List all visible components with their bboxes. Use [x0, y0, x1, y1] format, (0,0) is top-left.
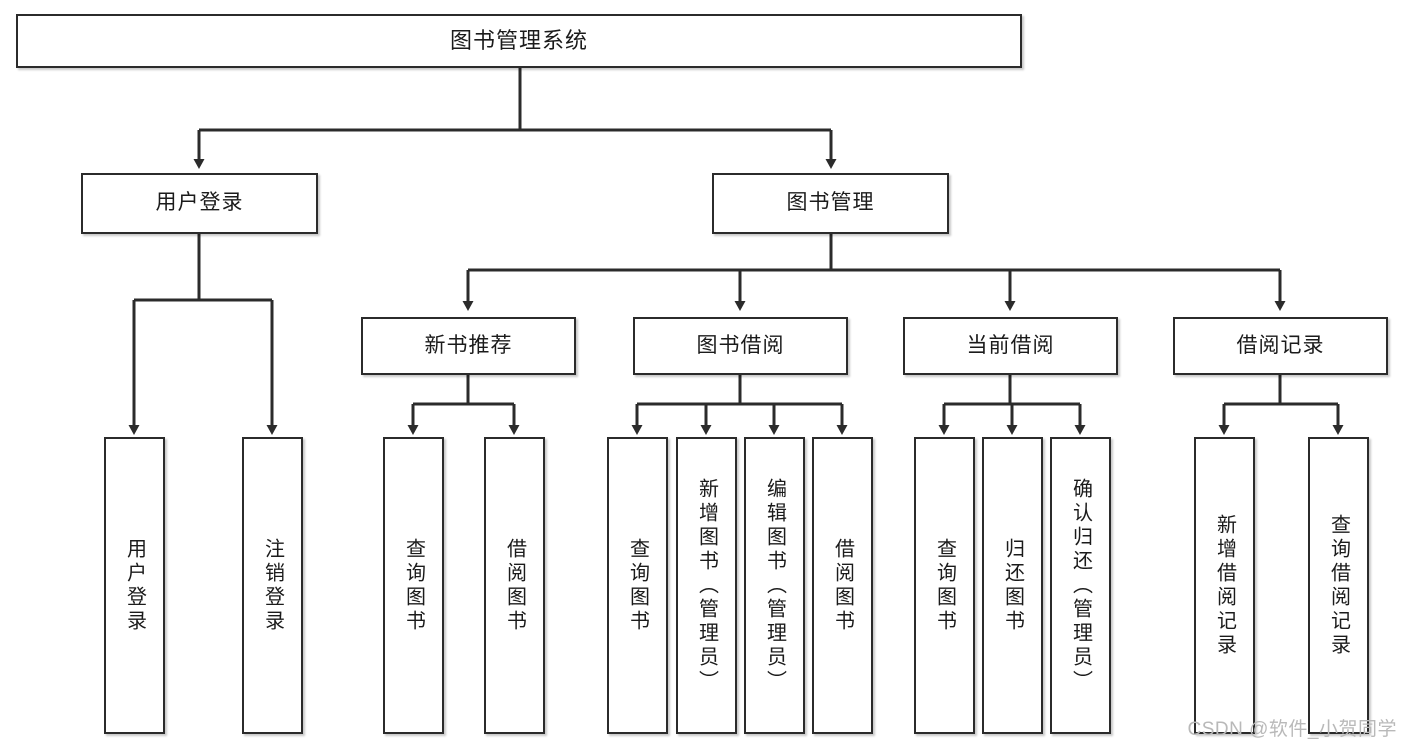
node-label: 新书推荐 [424, 333, 513, 357]
leaf-current-query-book[interactable]: 查询图书 [914, 437, 975, 734]
leaf-borrow-edit-book-admin[interactable]: 编辑图书（管理员） [744, 437, 805, 734]
node-label: 新增图书（管理员） [695, 477, 718, 694]
leaf-recommend-query-book[interactable]: 查询图书 [383, 437, 444, 734]
node-new-book-recommend[interactable]: 新书推荐 [361, 317, 576, 375]
node-label: 借阅图书 [503, 537, 526, 634]
leaf-borrow-borrow-book[interactable]: 借阅图书 [812, 437, 873, 734]
node-label: 查询图书 [933, 537, 956, 634]
node-borrow-record[interactable]: 借阅记录 [1173, 317, 1388, 375]
node-current-borrow[interactable]: 当前借阅 [903, 317, 1118, 375]
node-user-login[interactable]: 用户登录 [81, 173, 318, 234]
node-label: 查询图书 [626, 537, 649, 634]
leaf-current-confirm-return-admin[interactable]: 确认归还（管理员） [1050, 437, 1111, 734]
node-label: 注销登录 [261, 537, 284, 634]
node-label: 查询借阅记录 [1327, 513, 1350, 658]
watermark: CSDN @软件_小贺同学 [1187, 719, 1397, 740]
node-book-borrow[interactable]: 图书借阅 [633, 317, 848, 375]
leaf-borrow-add-book-admin[interactable]: 新增图书（管理员） [676, 437, 737, 734]
leaf-borrow-query-book[interactable]: 查询图书 [607, 437, 668, 734]
node-label: 编辑图书（管理员） [763, 477, 786, 694]
node-label: 查询图书 [402, 537, 425, 634]
node-label: 图书管理 [786, 191, 875, 215]
leaf-user-login-login[interactable]: 用户登录 [104, 437, 165, 734]
leaf-current-return-book[interactable]: 归还图书 [982, 437, 1043, 734]
node-label: 借阅图书 [831, 537, 854, 634]
node-label: 用户登录 [155, 191, 244, 215]
node-label: 用户登录 [123, 537, 146, 634]
node-label: 新增借阅记录 [1213, 513, 1236, 658]
node-label: 图书管理系统 [449, 28, 588, 54]
leaf-record-add-record[interactable]: 新增借阅记录 [1194, 437, 1255, 734]
node-root-system[interactable]: 图书管理系统 [16, 14, 1022, 68]
node-label: 归还图书 [1001, 537, 1024, 634]
node-label: 借阅记录 [1236, 333, 1325, 357]
node-book-management[interactable]: 图书管理 [712, 173, 949, 234]
node-label: 当前借阅 [966, 333, 1055, 357]
leaf-recommend-borrow-book[interactable]: 借阅图书 [484, 437, 545, 734]
node-label: 图书借阅 [696, 333, 785, 357]
leaf-record-query-record[interactable]: 查询借阅记录 [1308, 437, 1369, 734]
leaf-user-login-logout[interactable]: 注销登录 [242, 437, 303, 734]
node-label: 确认归还（管理员） [1069, 477, 1092, 694]
